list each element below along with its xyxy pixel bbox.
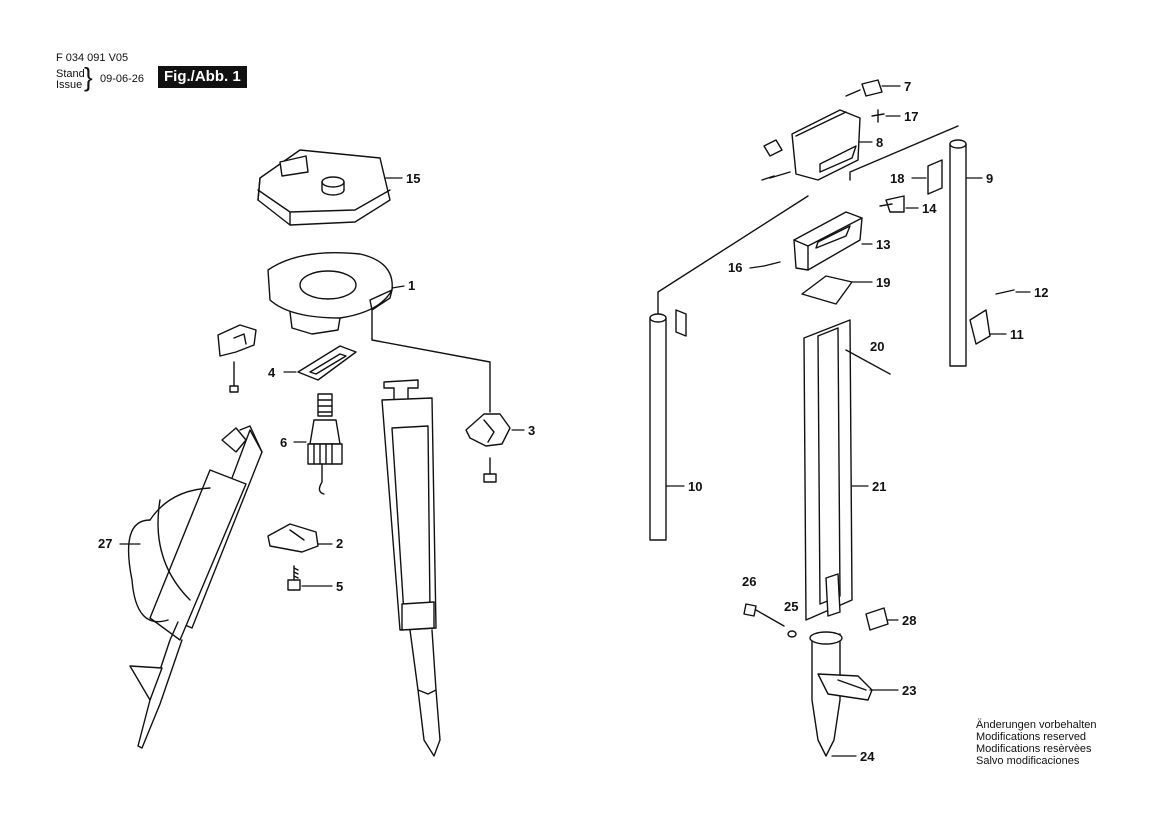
callout-23: 23: [902, 683, 916, 698]
part-foot: [809, 631, 873, 757]
part-screw-16: [763, 261, 781, 267]
part-nut-28: [865, 607, 889, 631]
stand-label: Stand: [56, 68, 85, 80]
part-clamp-block: [793, 211, 863, 271]
part-bracket-11: [969, 289, 1015, 345]
callout-19: 19: [876, 275, 890, 290]
callout-24: 24: [860, 749, 875, 764]
callout-1: 1: [408, 278, 415, 293]
part-clamp-small: [217, 324, 257, 393]
callout-28: 28: [902, 613, 916, 628]
callout-20: 20: [870, 339, 884, 354]
part-washer: [297, 345, 357, 381]
note-es: Salvo modificaciones: [976, 755, 1080, 767]
leader-line-8-10: [657, 125, 959, 317]
note-fr: Modifications resèrvèes: [976, 743, 1092, 755]
callout-21: 21: [872, 479, 886, 494]
callout-6: 6: [280, 435, 287, 450]
part-leg-center: [381, 379, 441, 757]
part-screw-5: [287, 565, 301, 591]
callout-11: 11: [1010, 327, 1024, 342]
callout-leaders: [119, 85, 1031, 757]
part-clip-18: [927, 159, 943, 195]
callout-17: 17: [904, 109, 918, 124]
leader-line-1-3: [371, 309, 491, 413]
part-cover-plate: [257, 149, 391, 226]
callout-9: 9: [986, 171, 993, 186]
callout-labels: 15 1 4 6 3 27 2 5 7 17 8 18 9 14 13 16 1…: [98, 79, 1048, 764]
issue-label: Issue: [56, 79, 83, 91]
callout-2: 2: [336, 536, 343, 551]
callout-4: 4: [268, 365, 276, 380]
modification-notes: Änderungen vorbehalten Modifications res…: [976, 719, 1096, 767]
part-leg-strap: [127, 425, 263, 749]
part-tube-10: [649, 309, 687, 541]
part-top-block: [761, 79, 883, 181]
part-screw-17: [871, 109, 885, 123]
callout-15: 15: [406, 171, 420, 186]
callout-13: 13: [876, 237, 890, 252]
callout-10: 10: [688, 479, 702, 494]
part-bolt-26: [743, 603, 797, 638]
callout-5: 5: [336, 579, 343, 594]
note-en: Modifications reserved: [976, 731, 1087, 743]
part-clamp-bottom: [267, 523, 319, 553]
callout-25: 25: [784, 599, 798, 614]
callout-18: 18: [890, 171, 904, 186]
part-plate-19: [801, 275, 853, 305]
figure-label: Fig./Abb. 1: [158, 66, 247, 88]
note-de: Änderungen vorbehalten: [976, 719, 1097, 731]
callout-7: 7: [904, 79, 911, 94]
callout-27: 27: [98, 536, 112, 551]
part-head-plate: [267, 252, 393, 335]
callout-16: 16: [728, 260, 742, 275]
brace-glyph: }: [84, 62, 93, 92]
callout-3: 3: [528, 423, 535, 438]
part-plumb-screw: [307, 393, 343, 495]
part-channel-leg: [803, 319, 891, 621]
issue-date: 09-06-26: [100, 73, 145, 85]
callout-12: 12: [1034, 285, 1048, 300]
part-wing-screw: [879, 195, 905, 213]
document-number: F 034 091 V05: [56, 52, 129, 64]
callout-8: 8: [876, 135, 883, 150]
callout-26: 26: [742, 574, 756, 589]
part-tube-9: [949, 139, 967, 367]
callout-14: 14: [922, 201, 937, 216]
part-clamp-right: [465, 413, 511, 483]
